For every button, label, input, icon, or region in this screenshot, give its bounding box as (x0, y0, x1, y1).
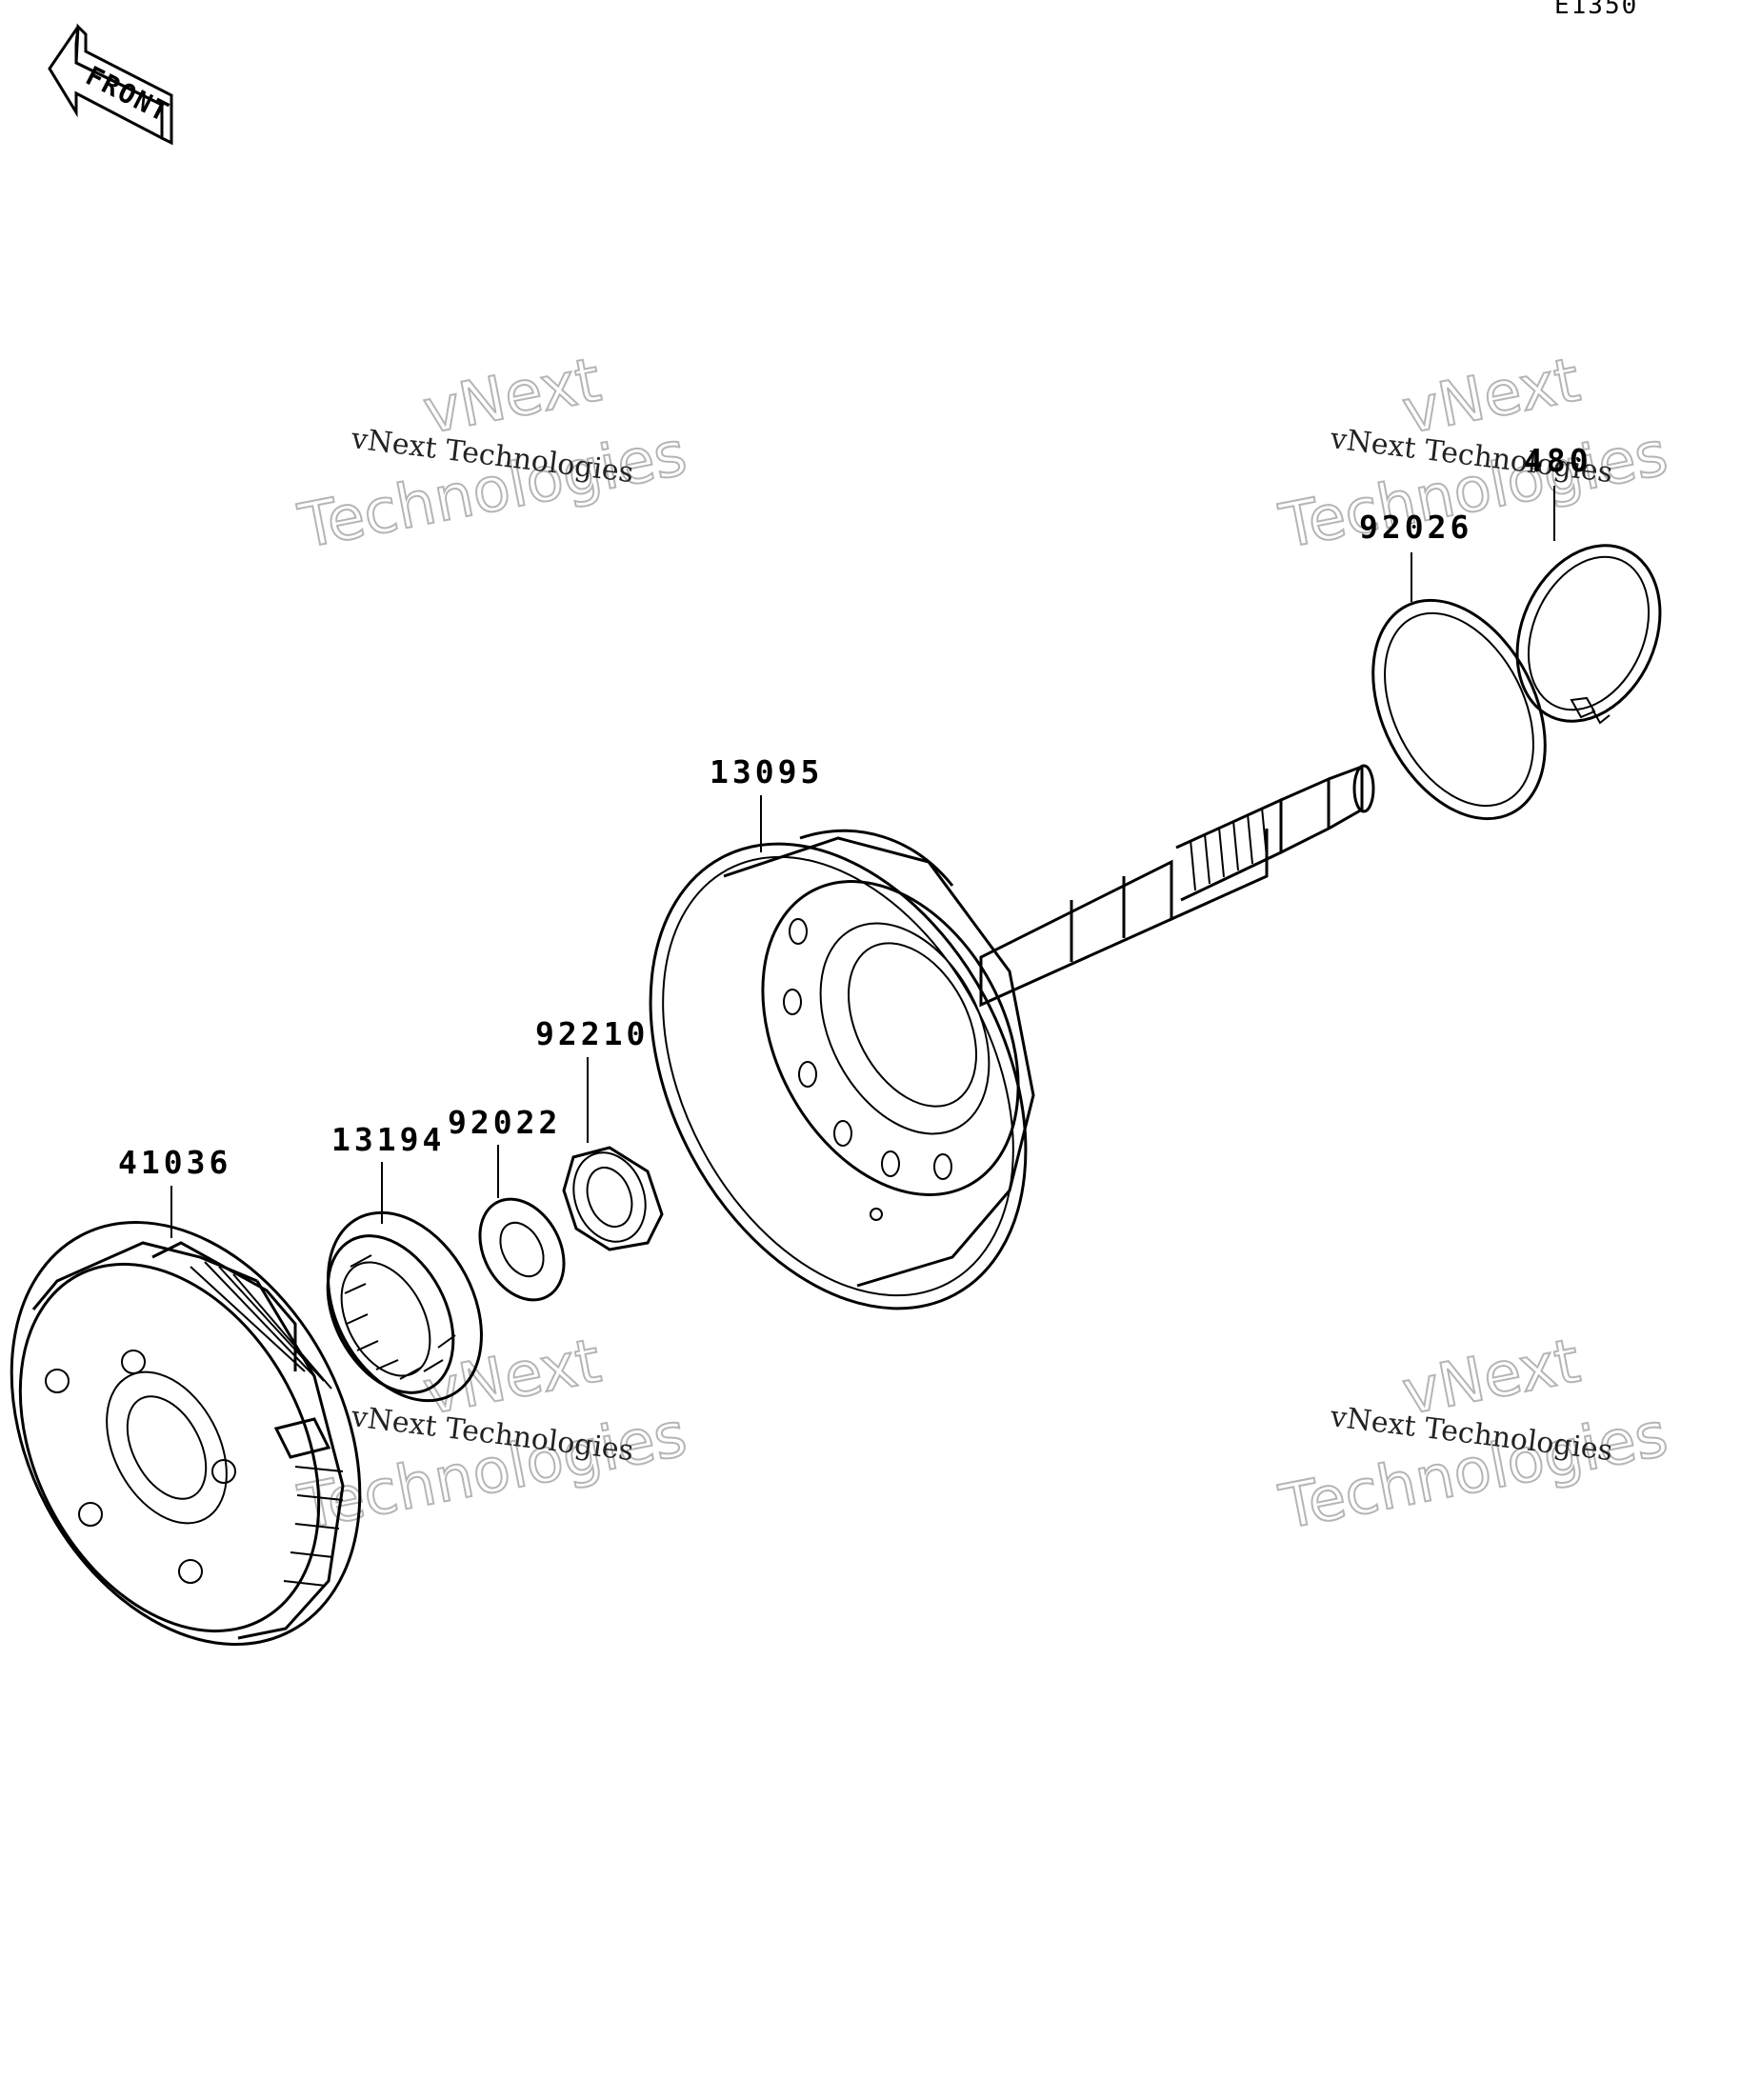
part-label-92026: 92026 (1359, 509, 1472, 546)
watermark-top-left: vNext Technologies vNext Technologies (292, 344, 693, 564)
front-label: FRONT (81, 60, 175, 129)
part-label-92022: 92022 (448, 1104, 561, 1141)
front-arrow-icon: FRONT (48, 23, 175, 146)
part-label-480: 480 (1524, 442, 1592, 479)
watermark-top-right: vNext Technologies vNext Technologies (1273, 344, 1674, 564)
clutch-housing-icon (10, 1221, 362, 1646)
circlip-icon (1515, 544, 1662, 725)
part-label-13095: 13095 (710, 753, 823, 790)
one-way-clutch-icon (326, 1210, 483, 1403)
watermark-bottom-right: vNext Technologies vNext Technologies (1273, 1325, 1674, 1545)
washer-icon (478, 1197, 566, 1302)
part-label-92210: 92210 (535, 1015, 649, 1052)
part-label-41036: 41036 (118, 1144, 231, 1181)
part-label-13194: 13194 (331, 1121, 445, 1158)
nut-icon (562, 1146, 664, 1251)
drum-shaft-icon (649, 764, 1375, 1310)
spacer-ring-icon (1371, 598, 1547, 821)
diagram-code: E1350 (1554, 0, 1638, 20)
